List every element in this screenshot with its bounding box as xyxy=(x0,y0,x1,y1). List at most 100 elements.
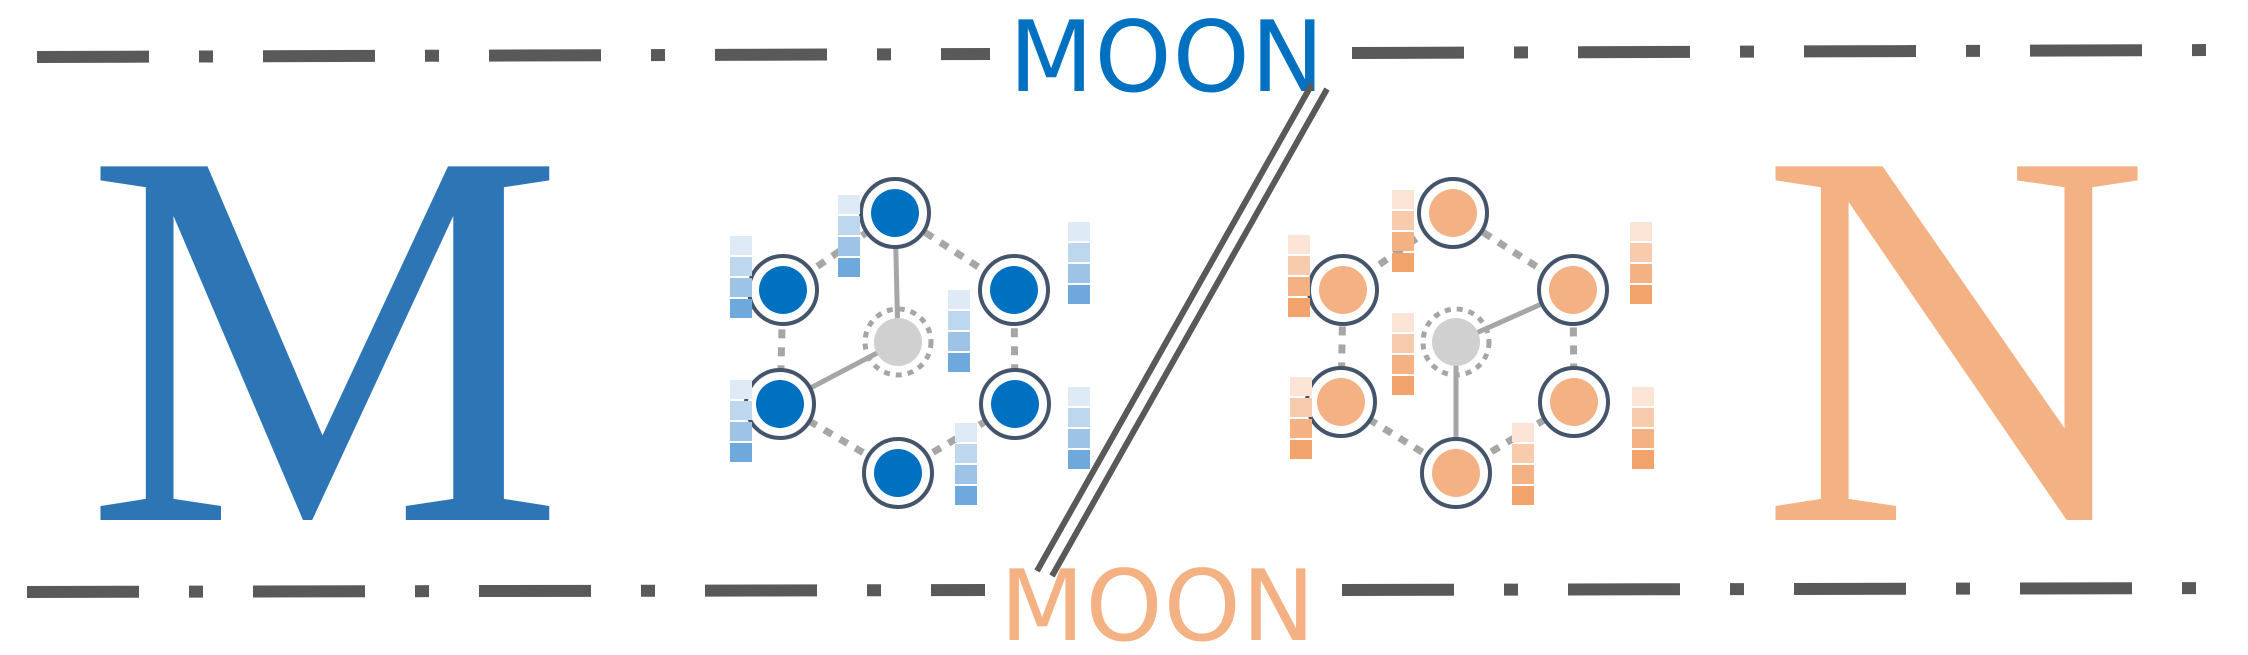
orange-feature-cell-3-1 xyxy=(1392,334,1414,353)
orange-feature-cell-1-2 xyxy=(1392,232,1414,251)
bottom-moon-label: MOON xyxy=(1000,550,1316,655)
orange-feature-cell-6-1 xyxy=(1632,408,1654,427)
double-slash-divider xyxy=(1034,82,1330,578)
blue-feature-cell-5-0 xyxy=(955,423,977,442)
orange-feature-cell-6-0 xyxy=(1632,387,1654,406)
blue-feature-cell-6-3 xyxy=(1068,450,1090,469)
orange-feature-cell-4-1 xyxy=(1290,398,1312,417)
orange-feature-bar-4 xyxy=(1290,377,1312,459)
blue-feature-bar-4 xyxy=(730,380,752,462)
orange-feature-cell-3-0 xyxy=(1392,313,1414,332)
top-moon-label: MOON xyxy=(1009,1,1325,115)
blue-feature-bar-0 xyxy=(730,236,752,318)
blue-feature-cell-4-2 xyxy=(730,422,752,441)
blue-outer-node-0 xyxy=(871,189,919,237)
orange-feature-cell-3-3 xyxy=(1392,376,1414,395)
top-rule-left-segment xyxy=(36,48,991,63)
top-rule-right-segment xyxy=(1351,44,2218,59)
orange-outer-node-5 xyxy=(1319,266,1367,314)
blue-feature-cell-6-2 xyxy=(1068,429,1090,448)
blue-feature-bar-2 xyxy=(1068,222,1090,304)
blue-feature-cell-4-3 xyxy=(730,443,752,462)
orange-feature-bar-1 xyxy=(1392,190,1414,272)
bottom-rule-left-segment xyxy=(26,584,986,598)
blue-feature-cell-0-1 xyxy=(730,257,752,276)
orange-feature-cell-1-1 xyxy=(1392,211,1414,230)
blue-feature-bar-1 xyxy=(838,195,860,277)
orange-center-node-ring xyxy=(1420,306,1492,378)
orange-feature-cell-2-1 xyxy=(1630,243,1652,262)
blue-feature-bar-3 xyxy=(948,290,970,372)
blue-feature-cell-5-1 xyxy=(955,444,977,463)
orange-feature-cell-1-3 xyxy=(1392,253,1414,272)
blue-feature-cell-1-2 xyxy=(838,237,860,256)
blue-feature-cell-0-2 xyxy=(730,278,752,297)
orange-feature-cell-4-2 xyxy=(1290,419,1312,438)
orange-feature-cell-5-1 xyxy=(1512,444,1534,463)
blue-feature-cell-1-1 xyxy=(838,216,860,235)
blue-outer-node-2 xyxy=(991,380,1039,428)
letter-n: N xyxy=(1760,39,2150,637)
orange-outer-node-3 xyxy=(1432,449,1480,497)
blue-node-graph xyxy=(730,177,1090,509)
bottom-rule-right-segment xyxy=(1341,582,2235,596)
blue-outer-node-4 xyxy=(756,380,804,428)
orange-feature-bar-6 xyxy=(1632,387,1654,469)
blue-feature-cell-0-3 xyxy=(730,299,752,318)
blue-feature-cell-3-2 xyxy=(948,332,970,351)
blue-feature-cell-3-0 xyxy=(948,290,970,309)
orange-center-node xyxy=(1432,318,1480,366)
blue-feature-cell-2-1 xyxy=(1068,243,1090,262)
orange-feature-cell-0-1 xyxy=(1288,256,1310,275)
orange-feature-cell-2-0 xyxy=(1630,222,1652,241)
blue-feature-cell-5-3 xyxy=(955,486,977,505)
blue-feature-cell-6-0 xyxy=(1068,387,1090,406)
orange-outer-node-4 xyxy=(1317,378,1365,426)
orange-feature-cell-3-2 xyxy=(1392,355,1414,374)
orange-feature-cell-6-2 xyxy=(1632,429,1654,448)
orange-feature-cell-5-0 xyxy=(1512,423,1534,442)
orange-feature-cell-0-0 xyxy=(1288,235,1310,254)
blue-feature-cell-1-3 xyxy=(838,258,860,277)
blue-feature-cell-0-0 xyxy=(730,236,752,255)
slash-stroke-a xyxy=(1034,82,1315,573)
orange-feature-cell-4-3 xyxy=(1290,440,1312,459)
blue-outer-node-5 xyxy=(759,266,807,314)
top-dash-dot-line xyxy=(36,44,2218,63)
orange-outer-node-1 xyxy=(1549,266,1597,314)
slash-stroke-b xyxy=(1049,87,1330,578)
orange-feature-cell-4-0 xyxy=(1290,377,1312,396)
blue-feature-cell-2-2 xyxy=(1068,264,1090,283)
orange-feature-bar-5 xyxy=(1512,423,1534,505)
blue-feature-cell-1-0 xyxy=(838,195,860,214)
letter-m: M xyxy=(85,39,565,637)
blue-feature-cell-3-3 xyxy=(948,353,970,372)
orange-feature-bar-0 xyxy=(1288,235,1310,317)
orange-feature-bar-3 xyxy=(1392,313,1414,395)
blue-feature-cell-6-1 xyxy=(1068,408,1090,427)
orange-feature-cell-5-3 xyxy=(1512,486,1534,505)
blue-feature-bar-5 xyxy=(955,423,977,505)
orange-feature-cell-2-2 xyxy=(1630,264,1652,283)
blue-center-node-ring xyxy=(862,306,934,378)
orange-outer-node-2 xyxy=(1550,378,1598,426)
orange-feature-cell-2-3 xyxy=(1630,285,1652,304)
blue-feature-cell-5-2 xyxy=(955,465,977,484)
orange-outer-node-0 xyxy=(1429,189,1477,237)
blue-feature-cell-2-3 xyxy=(1068,285,1090,304)
orange-feature-cell-1-0 xyxy=(1392,190,1414,209)
blue-outer-node-1 xyxy=(990,266,1038,314)
orange-feature-cell-6-3 xyxy=(1632,450,1654,469)
bottom-dash-dot-line xyxy=(26,582,2235,598)
blue-feature-cell-3-1 xyxy=(948,311,970,330)
orange-feature-cell-0-3 xyxy=(1288,298,1310,317)
blue-feature-bar-6 xyxy=(1068,387,1090,469)
blue-feature-cell-4-1 xyxy=(730,401,752,420)
orange-node-graph xyxy=(1288,177,1654,509)
orange-feature-cell-0-2 xyxy=(1288,277,1310,296)
orange-feature-bar-2 xyxy=(1630,222,1652,304)
blue-feature-cell-2-0 xyxy=(1068,222,1090,241)
blue-outer-node-3 xyxy=(874,449,922,497)
orange-feature-cell-5-2 xyxy=(1512,465,1534,484)
